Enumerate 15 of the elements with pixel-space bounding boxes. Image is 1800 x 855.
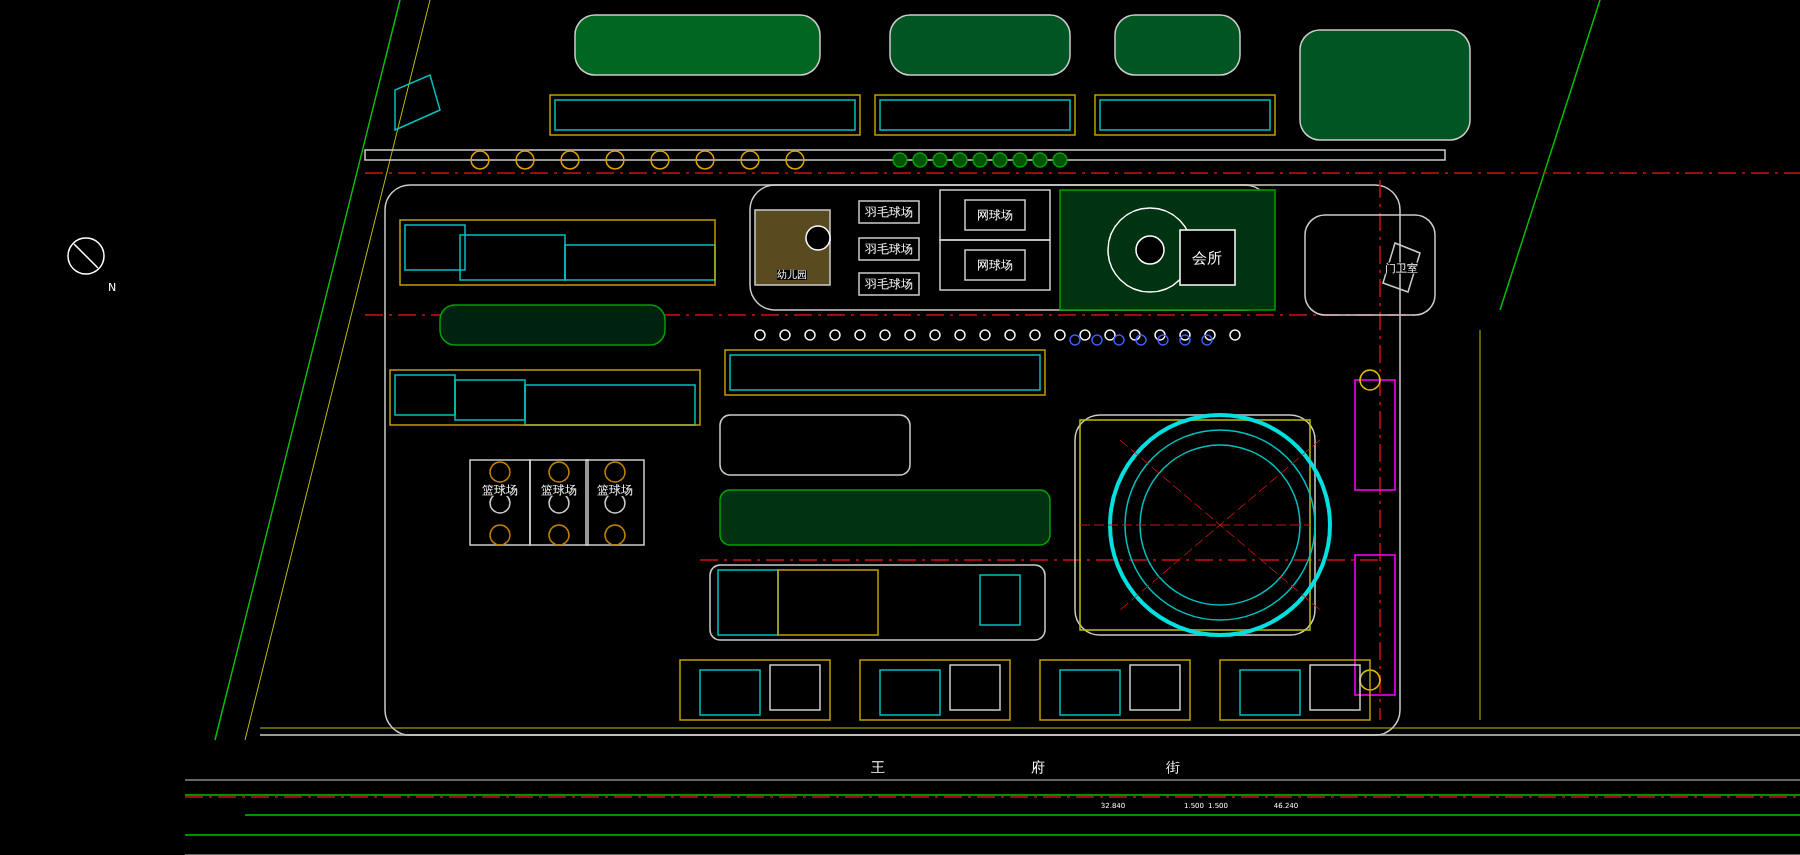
court-label: 篮球场: [541, 484, 577, 496]
building-label: 门卫室: [1384, 262, 1418, 274]
court-label: 羽毛球场: [865, 243, 913, 255]
building-label: 幼儿园: [777, 270, 807, 280]
court-label: 羽毛球场: [865, 278, 913, 290]
court-label: 网球场: [977, 209, 1013, 221]
street-name-label: 街: [1166, 760, 1180, 774]
court-label: 篮球场: [482, 484, 518, 496]
north-label: N: [107, 281, 117, 293]
street-name-label: 府: [1031, 760, 1045, 774]
building-label: 会所: [1192, 250, 1222, 266]
court-label: 网球场: [977, 259, 1013, 271]
court-label: 篮球场: [597, 484, 633, 496]
street-name-label: 王: [871, 760, 885, 774]
court-label: 羽毛球场: [865, 206, 913, 218]
